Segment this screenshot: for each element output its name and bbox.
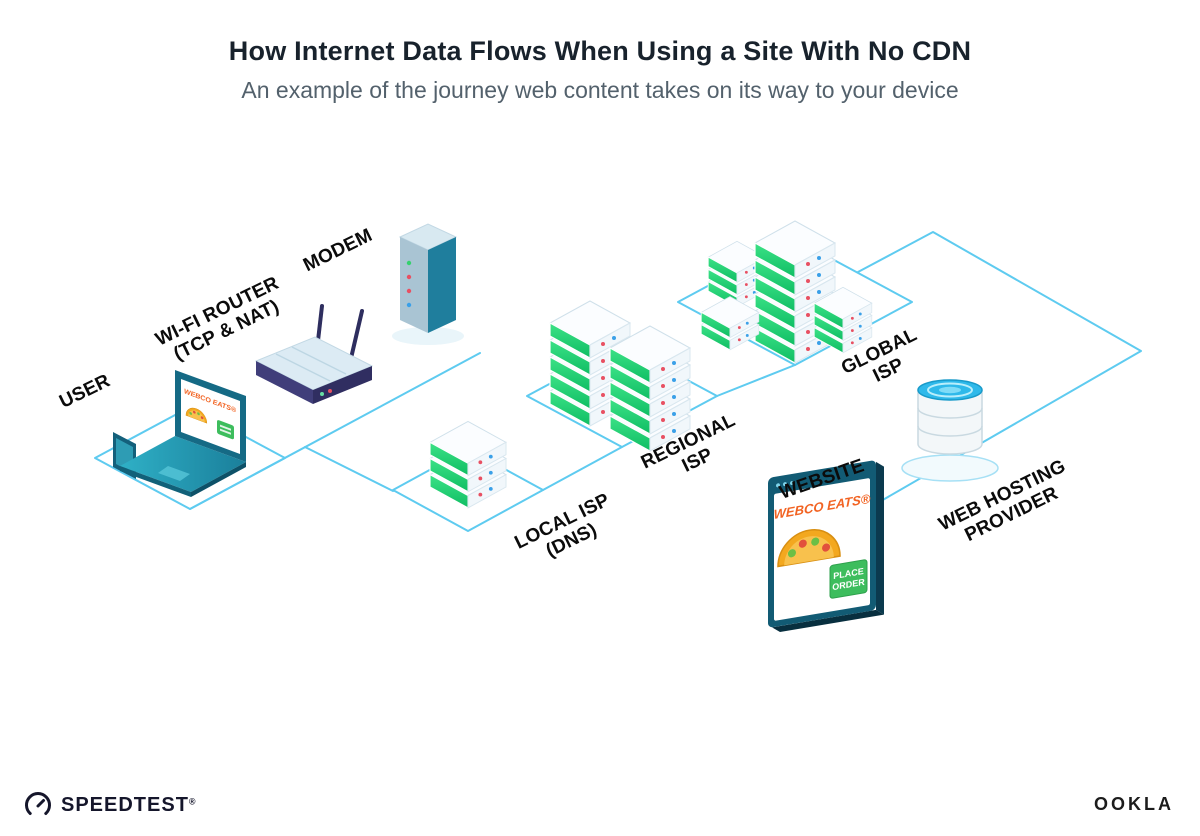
link-trunk-local-isp [304,446,394,492]
link-user-router-modem [189,352,481,510]
wifi-router-device [254,304,374,404]
local-isp-servers [429,420,507,509]
web-hosting-database [901,379,999,482]
speedtest-wordmark: SPEEDTEST [61,793,189,816]
laptop-trackpad [158,466,190,481]
website-browser: WEBCO EATS® PLACE ORDER [768,460,884,632]
browser-dot-icon [776,483,780,488]
regional-isp-servers [549,300,691,452]
place-order-badge: PLACE ORDER [829,559,868,599]
link-regional-global [716,364,796,397]
global-isp-servers [700,220,873,364]
modem-device [392,223,464,345]
browser-dot-icon [790,480,794,486]
speedtest-logo: SPEEDTEST® [24,791,196,819]
page-title: How Internet Data Flows When Using a Sit… [228,36,972,66]
link-global-hosting-website [854,231,1142,517]
ookla-wordmark: OOKLA [1094,794,1174,814]
speedtest-gauge-icon [25,792,51,815]
laptop-deck [120,436,246,492]
speedtest-registered-mark: ® [188,796,196,807]
browser-dot-icon [783,482,787,487]
ookla-logo: OOKLA [1094,794,1174,815]
link-local-regional [542,446,623,491]
user-laptop: WEBCO EATS® [113,370,246,497]
speedtest-wordmark-group: SPEEDTEST® [61,794,196,817]
page-subtitle: An example of the journey web content ta… [241,77,959,103]
